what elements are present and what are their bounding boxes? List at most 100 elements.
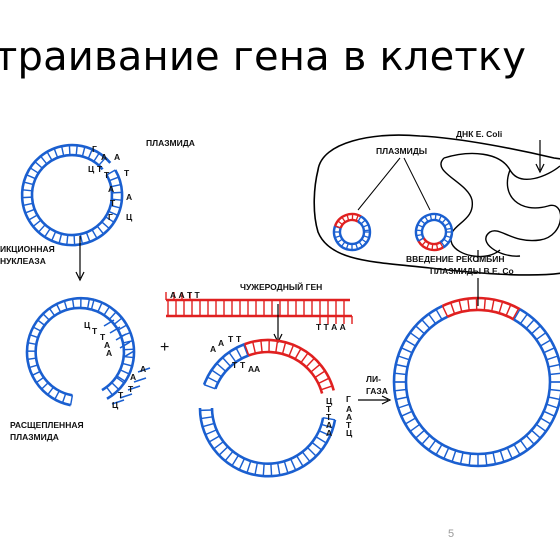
- base-pair-rung: [420, 219, 426, 225]
- base-pair-rung: [418, 237, 424, 242]
- plasmid-base: Т: [110, 198, 116, 208]
- ecoli-cell-outline: [313, 134, 560, 276]
- base-pair-rung: [459, 452, 464, 465]
- base-pair-rung: [109, 176, 119, 182]
- base-pair-rung: [548, 396, 560, 401]
- dna-strand-inner: [447, 308, 515, 321]
- base-pair-rung: [549, 388, 560, 392]
- base-pair-rung: [549, 372, 560, 376]
- base-pair-rung: [113, 317, 123, 325]
- base-pair-rung: [93, 152, 100, 162]
- final-recombinant-plasmid: [392, 296, 560, 468]
- cut-base: Ц: [112, 400, 119, 410]
- base-pair-rung: [431, 243, 434, 250]
- sticky-end: [119, 341, 131, 349]
- arrow-head-icon: [535, 163, 545, 174]
- base-pair-rung: [346, 214, 350, 221]
- base-pair-rung: [28, 214, 38, 221]
- pointer-line: [403, 157, 431, 211]
- base-pair-rung: [498, 301, 504, 314]
- recomb-base: Т: [240, 360, 246, 370]
- base-pair-rung: [75, 145, 78, 156]
- base-pair-rung: [224, 451, 234, 462]
- base-pair-rung: [417, 224, 424, 228]
- base-pair-rung: [22, 189, 33, 192]
- base-pair-rung: [116, 375, 126, 383]
- plasmid-base: А: [114, 152, 120, 162]
- base-pair-rung: [242, 344, 249, 356]
- base-pair-rung: [218, 446, 229, 456]
- base-pair-rung: [108, 311, 117, 320]
- base-pair-rung: [288, 344, 295, 357]
- base-pair-rung: [211, 369, 222, 378]
- base-pair-rung: [275, 340, 279, 353]
- base-pair-rung: [60, 145, 65, 157]
- base-pair-rung: [445, 227, 452, 231]
- base-pair-rung: [22, 202, 34, 207]
- base-pair-rung: [235, 347, 243, 359]
- base-pair-rung: [363, 229, 370, 232]
- dna-strand-outer: [202, 342, 246, 386]
- base-pair-rung: [110, 204, 121, 209]
- arrow-head-icon: [381, 395, 392, 405]
- plasmid-base: Т: [104, 170, 110, 180]
- base-pair-rung: [200, 416, 213, 420]
- base-pair-rung: [395, 363, 408, 368]
- dna-strand-inner: [339, 218, 359, 229]
- base-pair-rung: [296, 455, 304, 467]
- base-pair-rung: [97, 302, 103, 313]
- base-pair-rung: [105, 216, 115, 223]
- base-pair-rung: [35, 376, 45, 384]
- dna-strand-inner: [439, 231, 448, 244]
- base-pair-rung: [115, 376, 125, 384]
- recomb-base: Г: [346, 394, 351, 404]
- base-pair-rung: [61, 393, 67, 404]
- cut-base: А: [106, 348, 112, 358]
- dna-strand-outer: [392, 304, 444, 383]
- dna-strand-outer: [519, 308, 560, 372]
- base-pair-rung: [439, 242, 444, 248]
- dna-strand-inner: [101, 376, 118, 392]
- base-pair-rung: [294, 348, 302, 360]
- base-pair-rung: [512, 308, 520, 320]
- base-pair-rung: [123, 348, 134, 351]
- base-pair-rung: [484, 453, 488, 466]
- base-pair-rung: [435, 308, 443, 320]
- plasmid-base: Ц: [88, 164, 95, 174]
- base-pair-rung: [409, 423, 421, 432]
- base-pair-rung: [202, 422, 215, 428]
- base-pair-rung: [401, 410, 413, 417]
- plasmid-base: Г: [92, 144, 97, 154]
- ecoli-dna-strand: [440, 152, 560, 258]
- dna-strand-inner: [210, 407, 325, 465]
- base-pair-rung: [46, 151, 53, 161]
- base-pair-rung: [440, 241, 446, 247]
- base-pair-rung: [428, 439, 437, 451]
- ligase-label-2: ГАЗА: [366, 386, 388, 396]
- base-pair-rung: [26, 174, 36, 180]
- base-pair-rung: [404, 339, 416, 347]
- base-pair-rung: [415, 325, 425, 335]
- base-pair-rung: [32, 219, 42, 228]
- base-pair-rung: [66, 234, 69, 245]
- base-pair-rung: [535, 332, 547, 341]
- base-pair-rung: [228, 351, 237, 363]
- base-pair-rung: [213, 441, 224, 450]
- base-pair-rung: [334, 225, 341, 229]
- base-pair-rung: [207, 376, 219, 384]
- recombinant-plasmid: [198, 338, 337, 478]
- base-pair-rung: [106, 169, 116, 176]
- base-pair-rung: [416, 229, 423, 232]
- base-pair-rung: [429, 214, 433, 221]
- base-pair-rung: [467, 298, 470, 311]
- slide-title: траивание гена в клетку: [0, 34, 527, 80]
- base-pair-rung: [86, 298, 91, 309]
- base-pair-rung: [41, 312, 50, 321]
- base-pair-rung: [122, 362, 133, 367]
- base-pair-rung: [483, 298, 487, 311]
- base-pair-rung: [525, 435, 535, 445]
- arrow-head-icon: [75, 271, 85, 282]
- dna-strand-inner: [357, 220, 366, 233]
- dna-strand-outer: [332, 225, 372, 252]
- base-pair-rung: [543, 347, 555, 354]
